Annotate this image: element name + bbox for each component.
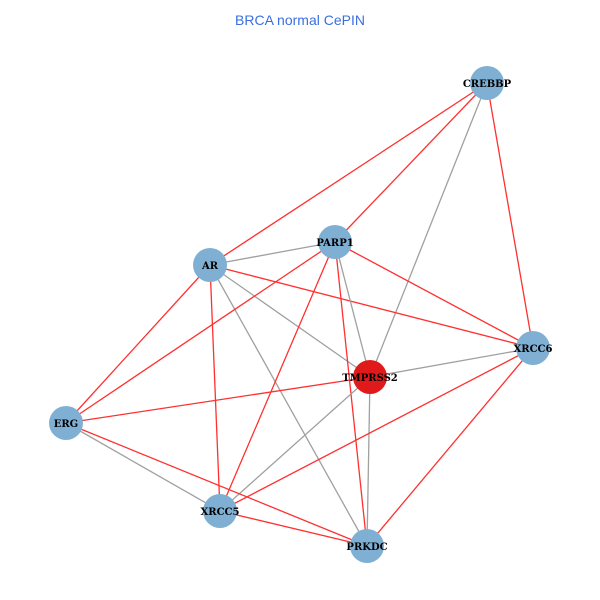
edge-parp1-xrcc5 bbox=[219, 241, 336, 512]
node-prkdc[interactable]: PRKDC bbox=[346, 529, 388, 563]
node-circle bbox=[470, 66, 504, 100]
node-label: ERG bbox=[54, 419, 78, 430]
edge-parp1-erg bbox=[65, 241, 336, 424]
edge-ar-xrcc5 bbox=[209, 264, 221, 512]
node-tmprss2[interactable]: TMPRSS2 bbox=[342, 360, 398, 394]
edge-tmprss2-prkdc bbox=[366, 376, 371, 547]
edge-ar-parp1 bbox=[209, 241, 336, 266]
edge-ar-xrcc6 bbox=[209, 264, 534, 349]
node-circle bbox=[318, 225, 352, 259]
node-erg[interactable]: ERG bbox=[49, 406, 83, 440]
node-circle bbox=[516, 331, 550, 365]
edge-crebbp-ar bbox=[209, 82, 488, 266]
edge-ar-erg bbox=[65, 264, 211, 424]
node-label: TMPRSS2 bbox=[342, 373, 398, 384]
edge-xrcc5-prkdc bbox=[219, 510, 368, 547]
node-label: PARP1 bbox=[316, 238, 353, 249]
node-circle bbox=[203, 494, 237, 528]
edge-tmprss2-erg bbox=[65, 376, 371, 424]
chart-title: BRCA normal CePIN bbox=[235, 12, 365, 28]
edge-xrcc6-prkdc bbox=[366, 347, 534, 547]
node-crebbp[interactable]: CREBBP bbox=[463, 66, 512, 100]
node-label: XRCC5 bbox=[201, 507, 240, 518]
node-circle bbox=[193, 248, 227, 282]
node-label: CREBBP bbox=[463, 79, 512, 90]
edge-parp1-tmprss2 bbox=[334, 241, 371, 378]
node-label: AR bbox=[201, 261, 219, 272]
edge-xrcc5-xrcc6 bbox=[219, 347, 534, 512]
edge-erg-xrcc5 bbox=[65, 422, 221, 512]
node-parp1[interactable]: PARP1 bbox=[316, 225, 354, 259]
edge-ar-prkdc bbox=[209, 264, 368, 547]
edge-crebbp-tmprss2 bbox=[369, 82, 488, 378]
edge-tmprss2-xrcc6 bbox=[369, 347, 534, 378]
node-ar[interactable]: AR bbox=[193, 248, 227, 282]
node-label: XRCC6 bbox=[514, 344, 553, 355]
node-xrcc6[interactable]: XRCC6 bbox=[514, 331, 553, 365]
node-circle bbox=[350, 529, 384, 563]
edge-erg-prkdc bbox=[65, 422, 368, 547]
node-label: PRKDC bbox=[346, 542, 387, 553]
node-circle bbox=[353, 360, 387, 394]
node-xrcc5[interactable]: XRCC5 bbox=[201, 494, 240, 528]
edge-tmprss2-xrcc5 bbox=[219, 376, 371, 512]
edge-crebbp-xrcc6 bbox=[486, 82, 534, 349]
edge-parp1-xrcc6 bbox=[334, 241, 534, 349]
node-circle bbox=[49, 406, 83, 440]
edge-ar-tmprss2 bbox=[209, 264, 371, 378]
edge-crebbp-parp1 bbox=[334, 82, 488, 243]
